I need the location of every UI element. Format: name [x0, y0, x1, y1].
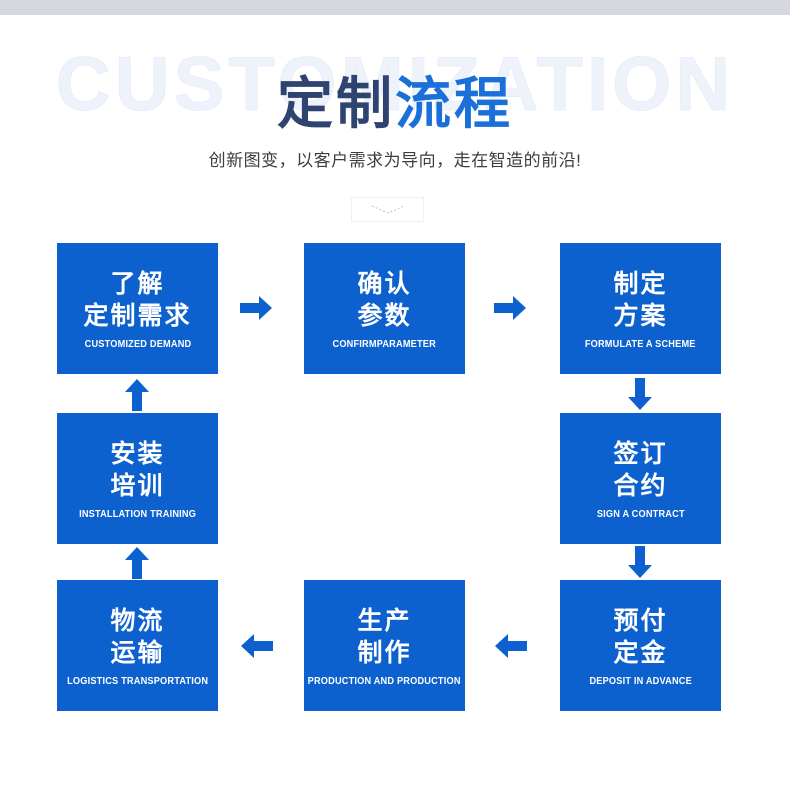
step-title-line2: 定制需求 [83, 301, 192, 330]
flow-step-customized-demand[interactable]: 了解 定制需求 CUSTOMIZED DEMAND [57, 243, 218, 374]
arrow-down-icon [625, 546, 655, 584]
arrow-down-icon [625, 378, 655, 416]
arrow-left-icon [240, 631, 273, 666]
flow-step-formulate-scheme[interactable]: 制定 方案 FORMULATE A SCHEME [560, 243, 721, 374]
top-gray-strip [0, 0, 790, 15]
step-title: 确认 参数 [357, 268, 411, 332]
step-subtitle-en: LOGISTICS TRANSPORTATION [66, 675, 209, 687]
step-subtitle-en: FORMULATE A SCHEME [585, 338, 696, 350]
step-title-line2: 运输 [110, 638, 165, 667]
step-title: 安装 培训 [110, 438, 164, 502]
arrow-right-icon [494, 293, 527, 328]
page-title: 定制流程 [0, 73, 790, 135]
step-subtitle-en: CUSTOMIZED DEMAND [84, 338, 191, 350]
page-content: CUSTOMIZATION 定制流程 创新图变，以客户需求为导向，走在智造的前沿… [0, 15, 790, 810]
step-title: 签订 合约 [613, 438, 667, 502]
step-title-line1: 确认 [357, 269, 412, 298]
step-title-line1: 生产 [357, 606, 412, 635]
step-subtitle-en: DEPOSIT IN ADVANCE [589, 675, 692, 687]
arrow-up-icon [122, 546, 152, 584]
flow-step-sign-contract[interactable]: 签订 合约 SIGN A CONTRACT [560, 413, 721, 544]
step-subtitle-en: INSTALLATION TRAINING [79, 508, 196, 520]
step-title: 预付 定金 [613, 605, 667, 669]
step-title-line2: 合约 [613, 471, 668, 500]
step-subtitle-en: CONFIRMPARAMETER [332, 338, 437, 350]
step-title: 生产 制作 [357, 605, 411, 669]
flow-step-confirm-parameter[interactable]: 确认 参数 CONFIRMPARAMETER [304, 243, 465, 374]
page-title-part1: 定制 [277, 72, 395, 135]
step-title-line1: 预付 [613, 606, 668, 635]
chevron-down-icon [352, 205, 423, 214]
step-title-line1: 了解 [110, 269, 165, 298]
flow-step-installation-training[interactable]: 安装 培训 INSTALLATION TRAINING [57, 413, 218, 544]
flow-step-deposit-in-advance[interactable]: 预付 定金 DEPOSIT IN ADVANCE [560, 580, 721, 711]
step-title-line1: 物流 [110, 606, 165, 635]
step-title-line2: 制作 [357, 638, 412, 667]
step-title-line2: 参数 [357, 301, 412, 330]
watermark-text: CUSTOMIZATION [55, 42, 735, 128]
step-title-line1: 制定 [613, 269, 668, 298]
header-section: CUSTOMIZATION 定制流程 创新图变，以客户需求为导向，走在智造的前沿… [0, 15, 790, 222]
step-title-line2: 方案 [613, 301, 668, 330]
step-title-line1: 安装 [110, 439, 165, 468]
flow-diagram: 了解 定制需求 CUSTOMIZED DEMAND 确认 参数 CONFIRMP… [0, 228, 790, 728]
page-subtitle: 创新图变，以客户需求为导向，走在智造的前沿! [208, 151, 582, 170]
step-subtitle-en: PRODUCTION AND PRODUCTION [308, 675, 462, 687]
step-title: 制定 方案 [613, 268, 667, 332]
step-title: 物流 运输 [110, 605, 164, 669]
flow-step-production[interactable]: 生产 制作 PRODUCTION AND PRODUCTION [304, 580, 465, 711]
step-subtitle-en: SIGN A CONTRACT [596, 508, 685, 520]
step-title-line1: 签订 [613, 439, 668, 468]
arrow-left-icon [494, 631, 527, 666]
step-title-line2: 定金 [613, 638, 668, 667]
page-title-part2: 流程 [395, 72, 513, 135]
arrow-up-icon [122, 378, 152, 416]
arrow-right-icon [240, 293, 273, 328]
flow-step-logistics-transportation[interactable]: 物流 运输 LOGISTICS TRANSPORTATION [57, 580, 218, 711]
chevron-down-box [351, 197, 424, 222]
step-title: 了解 定制需求 [83, 268, 191, 332]
step-title-line2: 培训 [110, 471, 165, 500]
